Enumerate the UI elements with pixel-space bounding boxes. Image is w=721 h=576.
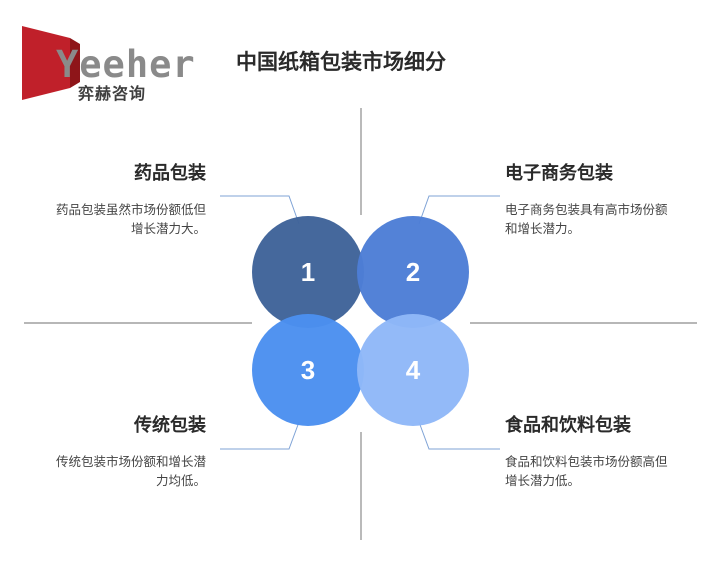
segment-1-description: 药品包装虽然市场份额低但增长潜力大。 <box>55 202 206 236</box>
leader-line-3 <box>220 421 300 450</box>
logo-mark-icon <box>22 26 80 100</box>
segment-2-description: 电子商务包装具有高市场份额和增长潜力。 <box>505 202 668 236</box>
logo-subtitle: 弈赫咨询 <box>78 84 147 103</box>
leader-line-4 <box>418 421 500 450</box>
segment-1-title: 药品包装 <box>134 163 206 184</box>
logo-wordmark: Yeeher <box>56 43 196 86</box>
circle-2 <box>357 216 469 328</box>
brand-logo: Yeeher 弈赫咨询 <box>22 24 195 104</box>
leader-line-2 <box>418 195 500 225</box>
segment-4-title: 食品和饮料包装 <box>505 415 631 436</box>
circle-4 <box>357 314 469 426</box>
circle-number-1: 1 <box>301 257 315 287</box>
segment-4-description: 食品和饮料包装市场份额高但增长潜力低。 <box>505 454 668 488</box>
segment-3-description: 传统包装市场份额和增长潜力均低。 <box>55 454 206 488</box>
leader-line-1 <box>220 195 300 225</box>
circle-1 <box>252 216 364 328</box>
circle-number-3: 3 <box>301 355 315 385</box>
circle-number-2: 2 <box>406 257 420 287</box>
circle-number-4: 4 <box>406 355 421 385</box>
page-title: 中国纸箱包装市场细分 <box>236 50 446 74</box>
segment-3-title: 传统包装 <box>134 415 206 436</box>
segment-2-title: 电子商务包装 <box>505 163 613 184</box>
circle-3 <box>252 314 364 426</box>
